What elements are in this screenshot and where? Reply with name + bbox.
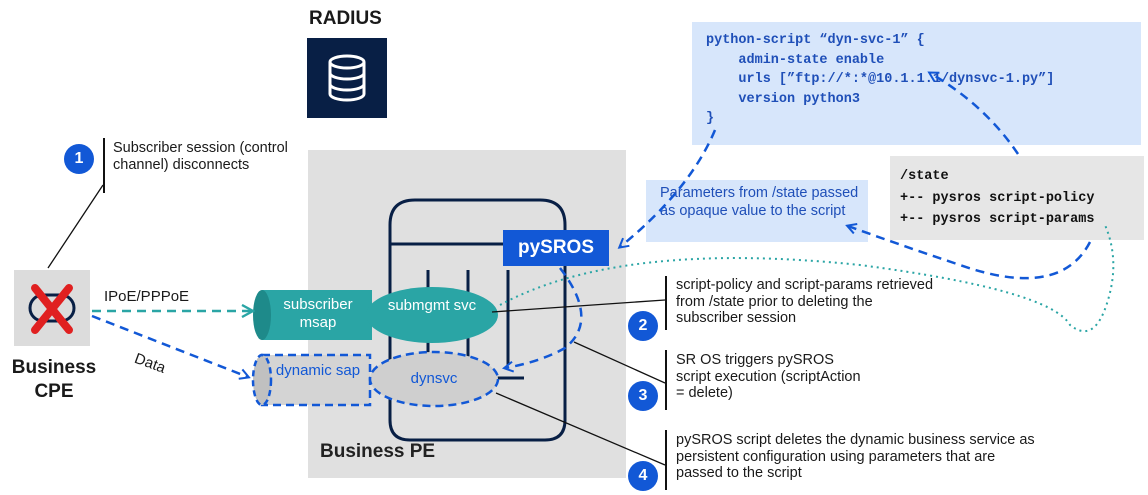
code-line: } (706, 111, 715, 126)
radius-server (307, 38, 387, 118)
pysros-label: pySROS (517, 237, 595, 258)
submgmt-svc-label: submgmt svc (387, 297, 477, 314)
dynsvc-label: dynsvc (410, 370, 458, 387)
router-disconnected-icon (14, 270, 90, 346)
code-line: admin-state enable (706, 52, 885, 68)
cpe-label-line2: CPE (34, 381, 74, 402)
business-cpe-label: Business CPE (8, 356, 100, 404)
pysros-box (503, 230, 609, 266)
params-note-box (646, 180, 868, 242)
code-line: urls [”ftp://*:*@10.1.1.1/dynsvc-1.py”] (706, 72, 1055, 87)
step-2-text: script-policy and script-params retrieve… (676, 277, 934, 326)
step1-leader-line (47, 184, 104, 269)
dynsvc-shape (368, 350, 500, 408)
subscriber-msap-label: subscriber msap (283, 296, 353, 331)
step4-leader-line (495, 392, 666, 466)
step-4-text: pySROS script deletes the dynamic busine… (676, 432, 1035, 481)
step-1-text: Subscriber session (control channel) dis… (113, 140, 288, 173)
submgmt-svc-shape (366, 287, 498, 343)
business-pe-label: Business PE (320, 441, 436, 462)
ipoe-pppoe-label: IPoE/PPPoE (104, 288, 190, 305)
step-2-badge: 2 (628, 311, 658, 341)
code-line: python-script “dyn-svc-1” { (706, 33, 925, 48)
state-to-params-arrow (848, 226, 1092, 280)
state-line: /state (900, 169, 949, 184)
radius-label: RADIUS (309, 8, 382, 29)
state-line: +-- pysros script-params (900, 212, 1095, 227)
state-tree: /state +-- pysros script-policy +-- pysr… (890, 156, 1144, 240)
data-link-arrow (91, 314, 248, 377)
step-3-badge: 3 (628, 381, 658, 411)
dynamic-sap-shape (251, 353, 372, 407)
database-icon (328, 54, 366, 102)
step-1-badge: 1 (64, 144, 94, 174)
cpe-label-line1: Business (11, 357, 97, 378)
step-4-badge: 4 (628, 461, 658, 491)
step3-leader-line (573, 341, 666, 384)
subscriber-msap-shape (253, 290, 372, 340)
step2-leader-line (491, 299, 666, 313)
step-3-text: SR OS triggers pySROS script execution (… (676, 352, 861, 401)
state-to-code-arrow (930, 73, 1020, 155)
pysros-to-dynsvc-arrow (505, 267, 583, 368)
python-script-config: python-script “dyn-svc-1” { admin-state … (692, 22, 1141, 145)
code-to-pysros-arrow (620, 129, 717, 247)
dynamic-sap-label: dynamic sap (275, 362, 361, 379)
state-line: +-- pysros script-policy (900, 190, 1095, 206)
params-note: Parameters from /state passed as opaque … (660, 185, 859, 219)
code-line: version python3 (706, 91, 860, 107)
state-retrieval-dotted-path (499, 224, 1115, 333)
